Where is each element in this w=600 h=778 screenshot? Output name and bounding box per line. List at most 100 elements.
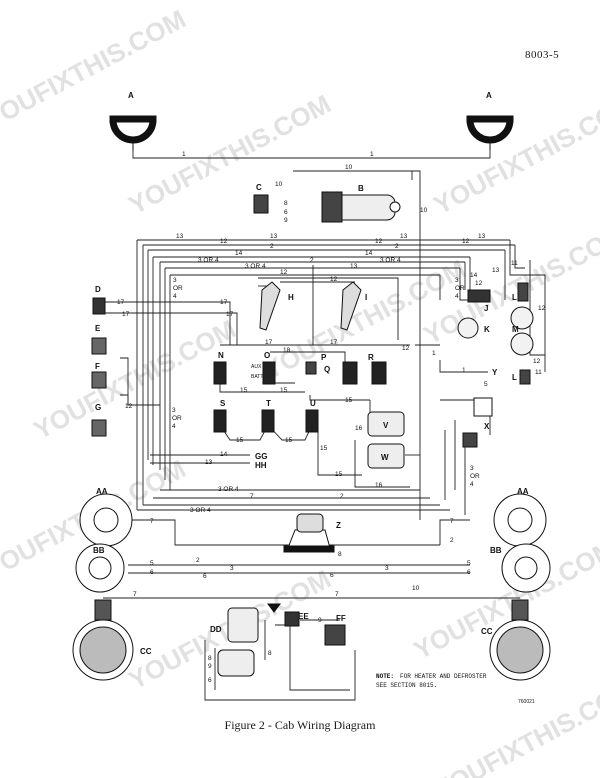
label-batt: BATT [251,374,263,380]
switch-u [305,409,319,433]
wire-14: 14 [365,250,373,257]
switch-d [92,297,106,315]
note-line-2: SEE SECTION 8015. [376,682,437,689]
wire-8: 8 [208,655,212,662]
label-m: M [512,325,519,334]
label-l-bottom: L [512,373,517,382]
connector-x [462,432,478,448]
wire-or: OR [172,415,182,422]
switch-ff [324,624,346,646]
wire-10: 10 [420,207,428,214]
wire-6: 6 [150,569,154,576]
connector-j [467,289,491,303]
label-d: D [95,285,101,294]
flasher-v [367,411,405,437]
wire-6: 6 [467,569,471,576]
switch-l-top [517,282,529,302]
page-code: 8003-5 [525,49,560,61]
label-l-top: L [512,293,517,302]
wire-7: 7 [150,518,154,525]
label-s: S [220,399,226,408]
wire-8: 8 [338,551,342,558]
switch-i [340,281,362,331]
wire-2: 2 [196,557,200,564]
label-aa-right: AA [517,487,529,496]
relay-q [342,361,358,385]
wire-10: 10 [275,181,283,188]
wire-13: 13 [270,233,278,240]
headlamp-a-left [109,115,157,150]
wire-17: 17 [220,299,228,306]
label-dd: DD [210,625,222,634]
wire-13: 13 [176,233,184,240]
label-bb-right: BB [490,546,502,555]
wire-1: 1 [432,350,436,357]
wire-17: 17 [226,311,234,318]
wire-12: 12 [402,345,410,352]
label-f: F [95,362,100,371]
switch-h [259,281,281,331]
wire-3or4: 3 OR 4 [190,507,211,514]
wire-2: 2 [310,257,314,264]
wire-12: 12 [538,305,546,312]
wire-15: 15 [335,471,343,478]
switch-l-bottom [519,369,531,385]
switch-o [262,361,276,385]
wire-3: 3 [172,407,176,414]
label-aa-left: AA [96,487,108,496]
label-ff: FF [336,614,346,623]
label-a-right: A [486,91,492,100]
note-block: NOTE: FOR HEATER AND DEFROSTER SEE SECTI… [376,673,535,705]
gauge-k [457,317,479,339]
watermark-text: YOUFIXTHIS.COM [124,89,336,221]
wire-12: 12 [280,269,288,276]
wire-10: 10 [412,585,420,592]
wire-3: 3 [385,565,389,572]
wire-16: 16 [375,482,383,489]
wire-8: 8 [284,200,288,207]
wire-1: 1 [370,151,374,158]
label-c: C [256,183,262,192]
wire-4: 4 [172,423,176,430]
wiring-lines [103,148,546,701]
watermark-text: YOUFIXTHIS.COM [29,314,241,446]
wire-2: 2 [395,243,399,250]
label-t: T [266,399,271,408]
wire-1: 1 [182,151,186,158]
switch-t [261,409,275,433]
wire-17: 17 [330,339,338,346]
light-g [91,419,107,437]
gauge-m [510,332,534,356]
ground-symbol [267,603,281,613]
label-bb-left: BB [93,546,105,555]
label-g: G [95,403,101,412]
wire-5: 5 [467,560,471,567]
wire-18: 18 [283,347,291,354]
wire-13: 13 [478,233,486,240]
label-w: W [381,453,389,462]
gauge-m-top [510,306,534,330]
wire-15: 15 [236,437,244,444]
label-gg: GG [255,452,267,461]
label-o: O [264,351,270,360]
label-j: J [484,304,488,313]
wire-4: 4 [470,481,474,488]
switch-n [213,361,227,385]
drawing-number: 760021 [518,699,535,705]
label-z: Z [336,521,341,530]
figure-caption: Figure 2 - Cab Wiring Diagram [224,718,376,732]
wire-or: OR [470,473,480,480]
switch-p [305,361,317,375]
wire-13: 13 [492,267,500,274]
wire-3: 3 [230,565,234,572]
wire-15: 15 [285,437,293,444]
beacon-z [283,513,335,553]
label-v: V [383,421,389,430]
label-aux: AUX [251,364,262,370]
switch-s [213,409,227,433]
wire-2: 2 [450,537,454,544]
wire-15: 15 [280,387,288,394]
wire-3or4: 3 OR 4 [218,486,239,493]
wire-12: 12 [533,358,541,365]
wire-15: 15 [345,397,353,404]
